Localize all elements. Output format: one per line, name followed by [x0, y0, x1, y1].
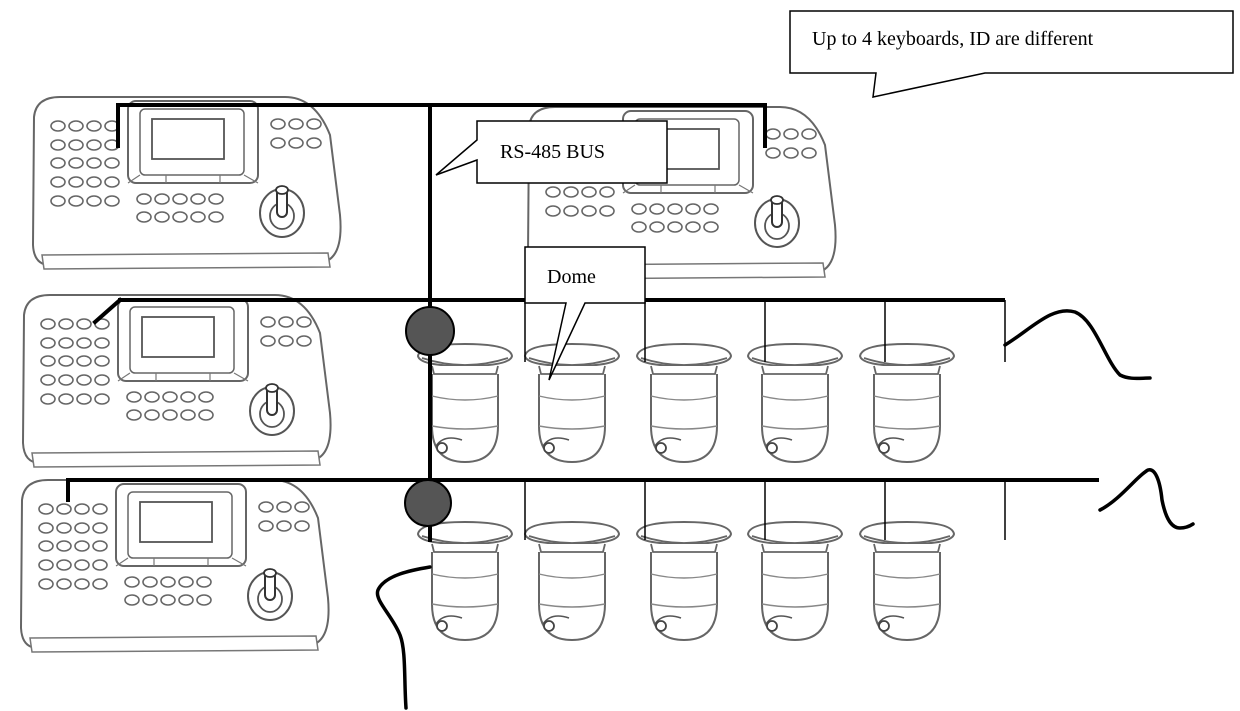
- control-keyboard: [32, 96, 342, 270]
- control-keyboard: [22, 294, 332, 468]
- control-keyboard: [20, 479, 330, 653]
- speed-dome-camera: [417, 343, 513, 463]
- dome-label-callout: [524, 246, 646, 381]
- speed-dome-camera: [747, 343, 843, 463]
- bus-continuation-cable: [1003, 309, 1152, 381]
- keyboard-drop: [92, 297, 123, 325]
- cable-ends: [375, 309, 1195, 710]
- speed-dome-camera: [859, 343, 955, 463]
- speed-dome-camera: [636, 343, 732, 463]
- speed-dome-camera: [859, 521, 955, 641]
- bus-label-callout: [435, 120, 668, 184]
- speed-dome-camera: [524, 343, 620, 463]
- keyboards-note-callout: [789, 10, 1234, 98]
- speed-dome-camera: [747, 521, 843, 641]
- bus-junction: [404, 479, 452, 527]
- dome-drop-lines: [524, 300, 1006, 540]
- speed-dome-camera: [524, 521, 620, 641]
- bus-junction: [405, 306, 455, 356]
- speed-dome-camera: [417, 521, 513, 641]
- keyboards-note-text: Up to 4 keyboards, ID are different: [812, 28, 1094, 50]
- dome-label-text: Dome: [547, 266, 596, 288]
- speed-dome-camera: [636, 521, 732, 641]
- bus-continuation-cable: [1098, 468, 1195, 530]
- bus-label-text: RS-485 BUS: [500, 141, 605, 163]
- power-cable: [375, 565, 432, 710]
